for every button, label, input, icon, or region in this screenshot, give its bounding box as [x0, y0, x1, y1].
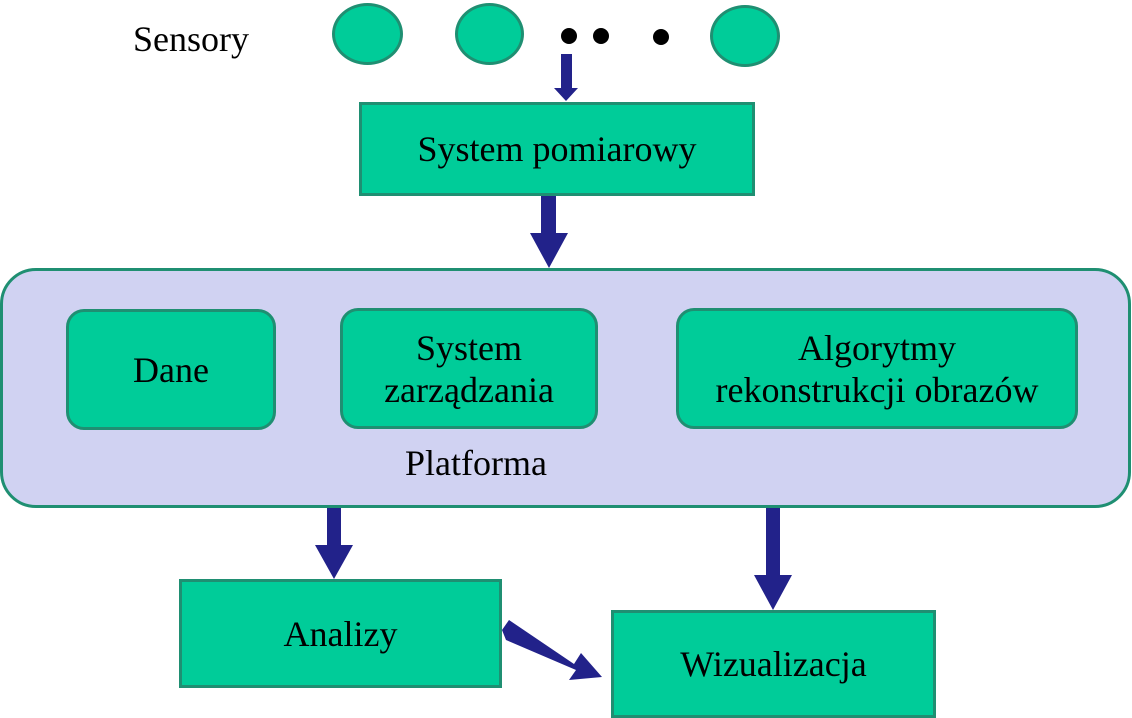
analysis-box: Analizy: [179, 579, 502, 688]
module-management-line2: zarządzania: [384, 369, 554, 410]
sensor-node: [455, 3, 524, 65]
module-data-label: Dane: [133, 349, 209, 390]
module-management-box: System zarządzania: [340, 308, 598, 429]
sensor-node: [332, 3, 403, 65]
ellipsis-dot: [653, 29, 669, 45]
module-management-line1: System: [415, 327, 522, 368]
arrow-measurement-to-platform: [530, 196, 568, 268]
measurement-system-box: System pomiarowy: [359, 102, 755, 196]
arrow-platform-to-analysis: [315, 508, 353, 579]
visualization-box: Wizualizacja: [611, 610, 936, 718]
ellipsis-dot: [593, 28, 609, 44]
arrow-sensors-to-measurement: [554, 54, 578, 101]
visualization-label: Wizualizacja: [680, 644, 867, 684]
module-algorithms-box: Algorytmy rekonstrukcji obrazów: [676, 308, 1078, 429]
module-data-box: Dane: [66, 309, 276, 430]
sensor-node: [710, 5, 780, 67]
module-algorithms-line1: Algorytmy: [798, 327, 956, 368]
measurement-system-label: System pomiarowy: [417, 129, 697, 169]
arrow-platform-to-visualization: [754, 508, 792, 610]
sensors-label: Sensory: [133, 19, 249, 59]
arrow-analysis-to-visualization: [502, 620, 602, 680]
ellipsis-dot: [561, 28, 577, 44]
module-algorithms-line2: rekonstrukcji obrazów: [715, 369, 1039, 410]
analysis-label: Analizy: [283, 613, 398, 654]
platform-label: Platforma: [405, 443, 547, 483]
